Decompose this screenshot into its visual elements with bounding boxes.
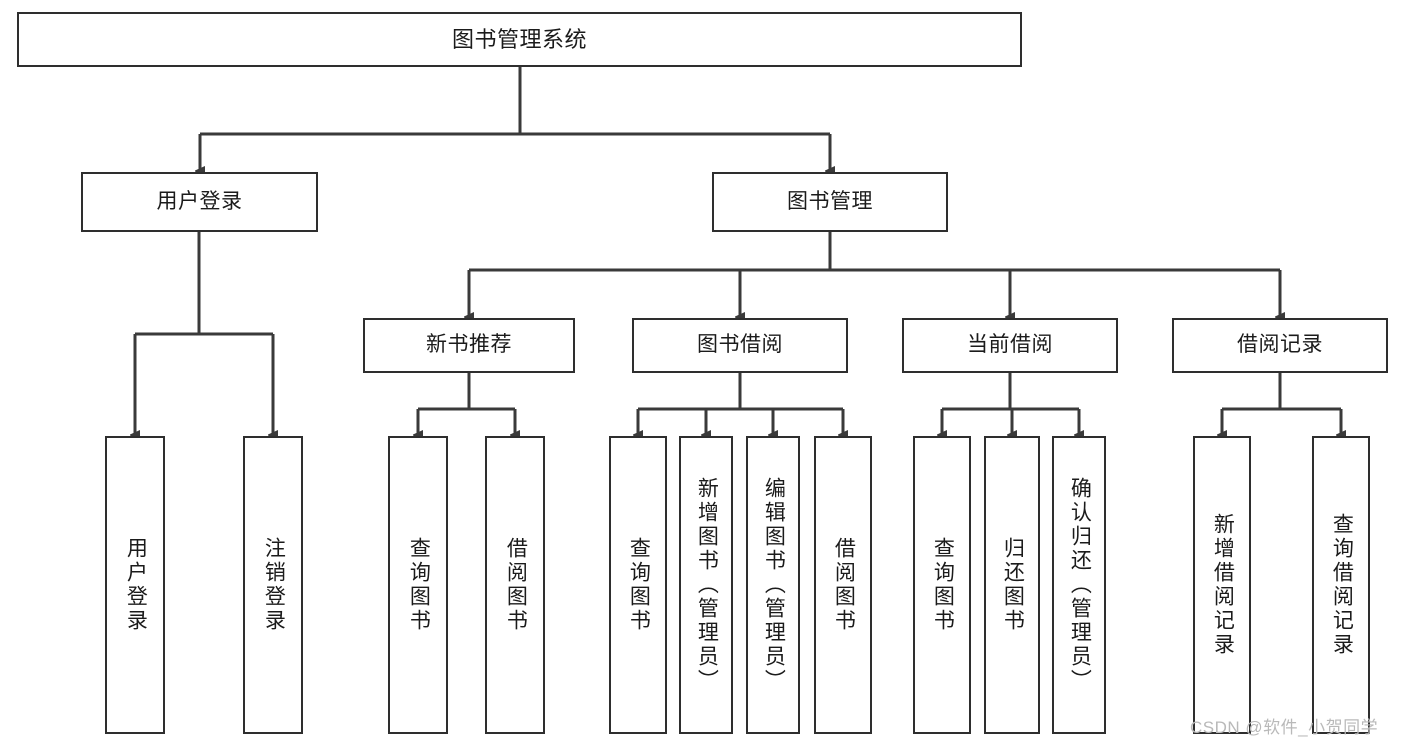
node-label: 借阅图书 (504, 537, 528, 633)
node-label: 查询图书 (627, 537, 651, 633)
node-leaf-user-login[interactable]: 用户登录 (105, 436, 165, 734)
node-borrow-record[interactable]: 借阅记录 (1172, 318, 1388, 373)
node-label: 新增图书（管理员） (695, 477, 719, 693)
node-leaf-add-rec[interactable]: 新增借阅记录 (1193, 436, 1251, 734)
node-label: 新增借阅记录 (1211, 513, 1235, 657)
node-label: 确认归还（管理员） (1068, 477, 1092, 693)
node-label: 图书管理系统 (451, 26, 587, 52)
node-label: 归还图书 (1001, 537, 1025, 633)
node-leaf-borrow-1[interactable]: 借阅图书 (485, 436, 545, 734)
node-label: 当前借阅 (967, 333, 1053, 357)
node-leaf-query-1[interactable]: 查询图书 (388, 436, 448, 734)
node-root[interactable]: 图书管理系统 (17, 12, 1022, 67)
node-leaf-return[interactable]: 归还图书 (984, 436, 1040, 734)
node-leaf-borrow-2[interactable]: 借阅图书 (814, 436, 872, 734)
node-label: 图书借阅 (697, 333, 783, 357)
node-leaf-query-3[interactable]: 查询图书 (913, 436, 971, 734)
node-label: 用户登录 (124, 537, 148, 633)
node-label: 新书推荐 (426, 333, 512, 357)
node-book-manage[interactable]: 图书管理 (712, 172, 948, 232)
node-label: 编辑图书（管理员） (762, 477, 786, 693)
node-book-borrow[interactable]: 图书借阅 (632, 318, 848, 373)
node-label: 借阅图书 (832, 537, 856, 633)
node-label: 借阅记录 (1237, 333, 1323, 357)
node-leaf-query-rec[interactable]: 查询借阅记录 (1312, 436, 1370, 734)
node-leaf-logout[interactable]: 注销登录 (243, 436, 303, 734)
node-label: 用户登录 (156, 189, 243, 213)
node-user-login[interactable]: 用户登录 (81, 172, 318, 232)
node-label: 查询图书 (931, 537, 955, 633)
node-label: 注销登录 (262, 537, 286, 633)
node-leaf-edit-book[interactable]: 编辑图书（管理员） (746, 436, 800, 734)
node-current-borrow[interactable]: 当前借阅 (902, 318, 1118, 373)
edge-group (135, 67, 1341, 435)
node-leaf-add-book[interactable]: 新增图书（管理员） (679, 436, 733, 734)
node-label: 查询借阅记录 (1330, 513, 1354, 657)
watermark-label: CSDN @软件_小贺同学 (1190, 718, 1379, 737)
node-new-book-rec[interactable]: 新书推荐 (363, 318, 575, 373)
node-leaf-confirm[interactable]: 确认归还（管理员） (1052, 436, 1106, 734)
node-leaf-query-2[interactable]: 查询图书 (609, 436, 667, 734)
node-label: 查询图书 (407, 537, 431, 633)
node-label: 图书管理 (787, 189, 873, 213)
